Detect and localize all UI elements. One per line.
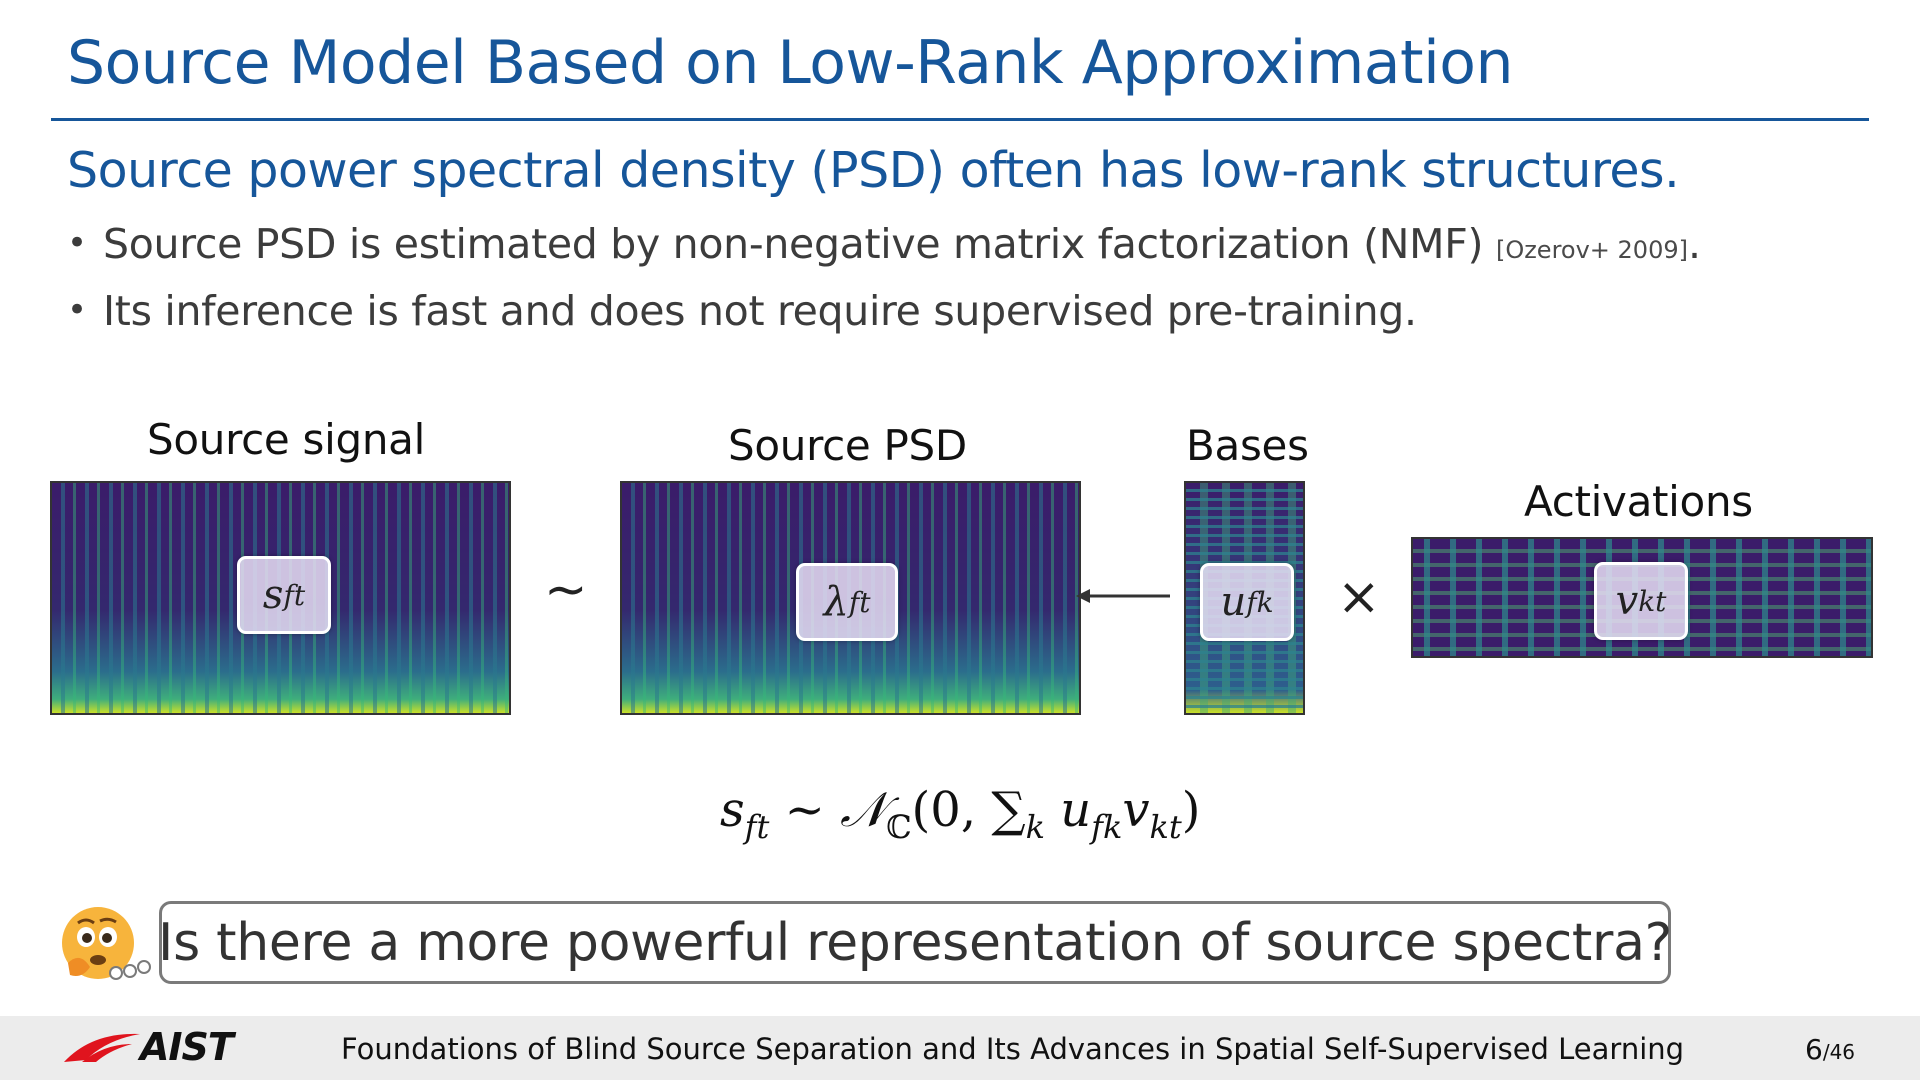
arrow-left-icon <box>1076 589 1170 603</box>
slide-title: Source Model Based on Low-Rank Approxima… <box>67 28 1513 98</box>
thinking-face-icon <box>62 907 151 980</box>
bullet-marker: • <box>67 223 87 263</box>
caption-source-psd: Source PSD <box>728 421 967 470</box>
caption-bases: Bases <box>1186 421 1309 470</box>
citation: [Ozerov+ 2009] <box>1495 236 1688 264</box>
footer-bar <box>0 1016 1920 1080</box>
bullet-text: Its inference is fast and does not requi… <box>103 287 1417 335</box>
slide-subtitle: Source power spectral density (PSD) ofte… <box>67 142 1680 199</box>
aist-logo-swoosh-icon <box>64 1033 140 1062</box>
bullet-item: • Its inference is fast and does not requ… <box>67 287 1417 335</box>
bullet-text: Source PSD is estimated by non-negative … <box>103 220 1496 268</box>
bullet-tail: . <box>1687 220 1701 268</box>
footer-title: Foundations of Blind Source Separation a… <box>341 1032 1685 1066</box>
caption-activations: Activations <box>1524 477 1753 526</box>
bullet-marker: • <box>67 290 87 330</box>
bullet-item: • Source PSD is estimated by non-negative… <box>67 220 1701 268</box>
question-callout: Is there a more powerful representation … <box>158 901 1672 984</box>
page-number: 6/46 <box>1805 1033 1856 1066</box>
tilde-operator: ~ <box>544 560 588 620</box>
caption-source-signal: Source signal <box>147 415 425 464</box>
title-divider <box>51 118 1869 121</box>
times-operator: × <box>1337 567 1381 627</box>
aist-logo: AIST <box>140 1025 234 1069</box>
nmf-formula: sft ~ 𝒩ℂ(0, ∑k ufkvkt) <box>720 782 1201 846</box>
